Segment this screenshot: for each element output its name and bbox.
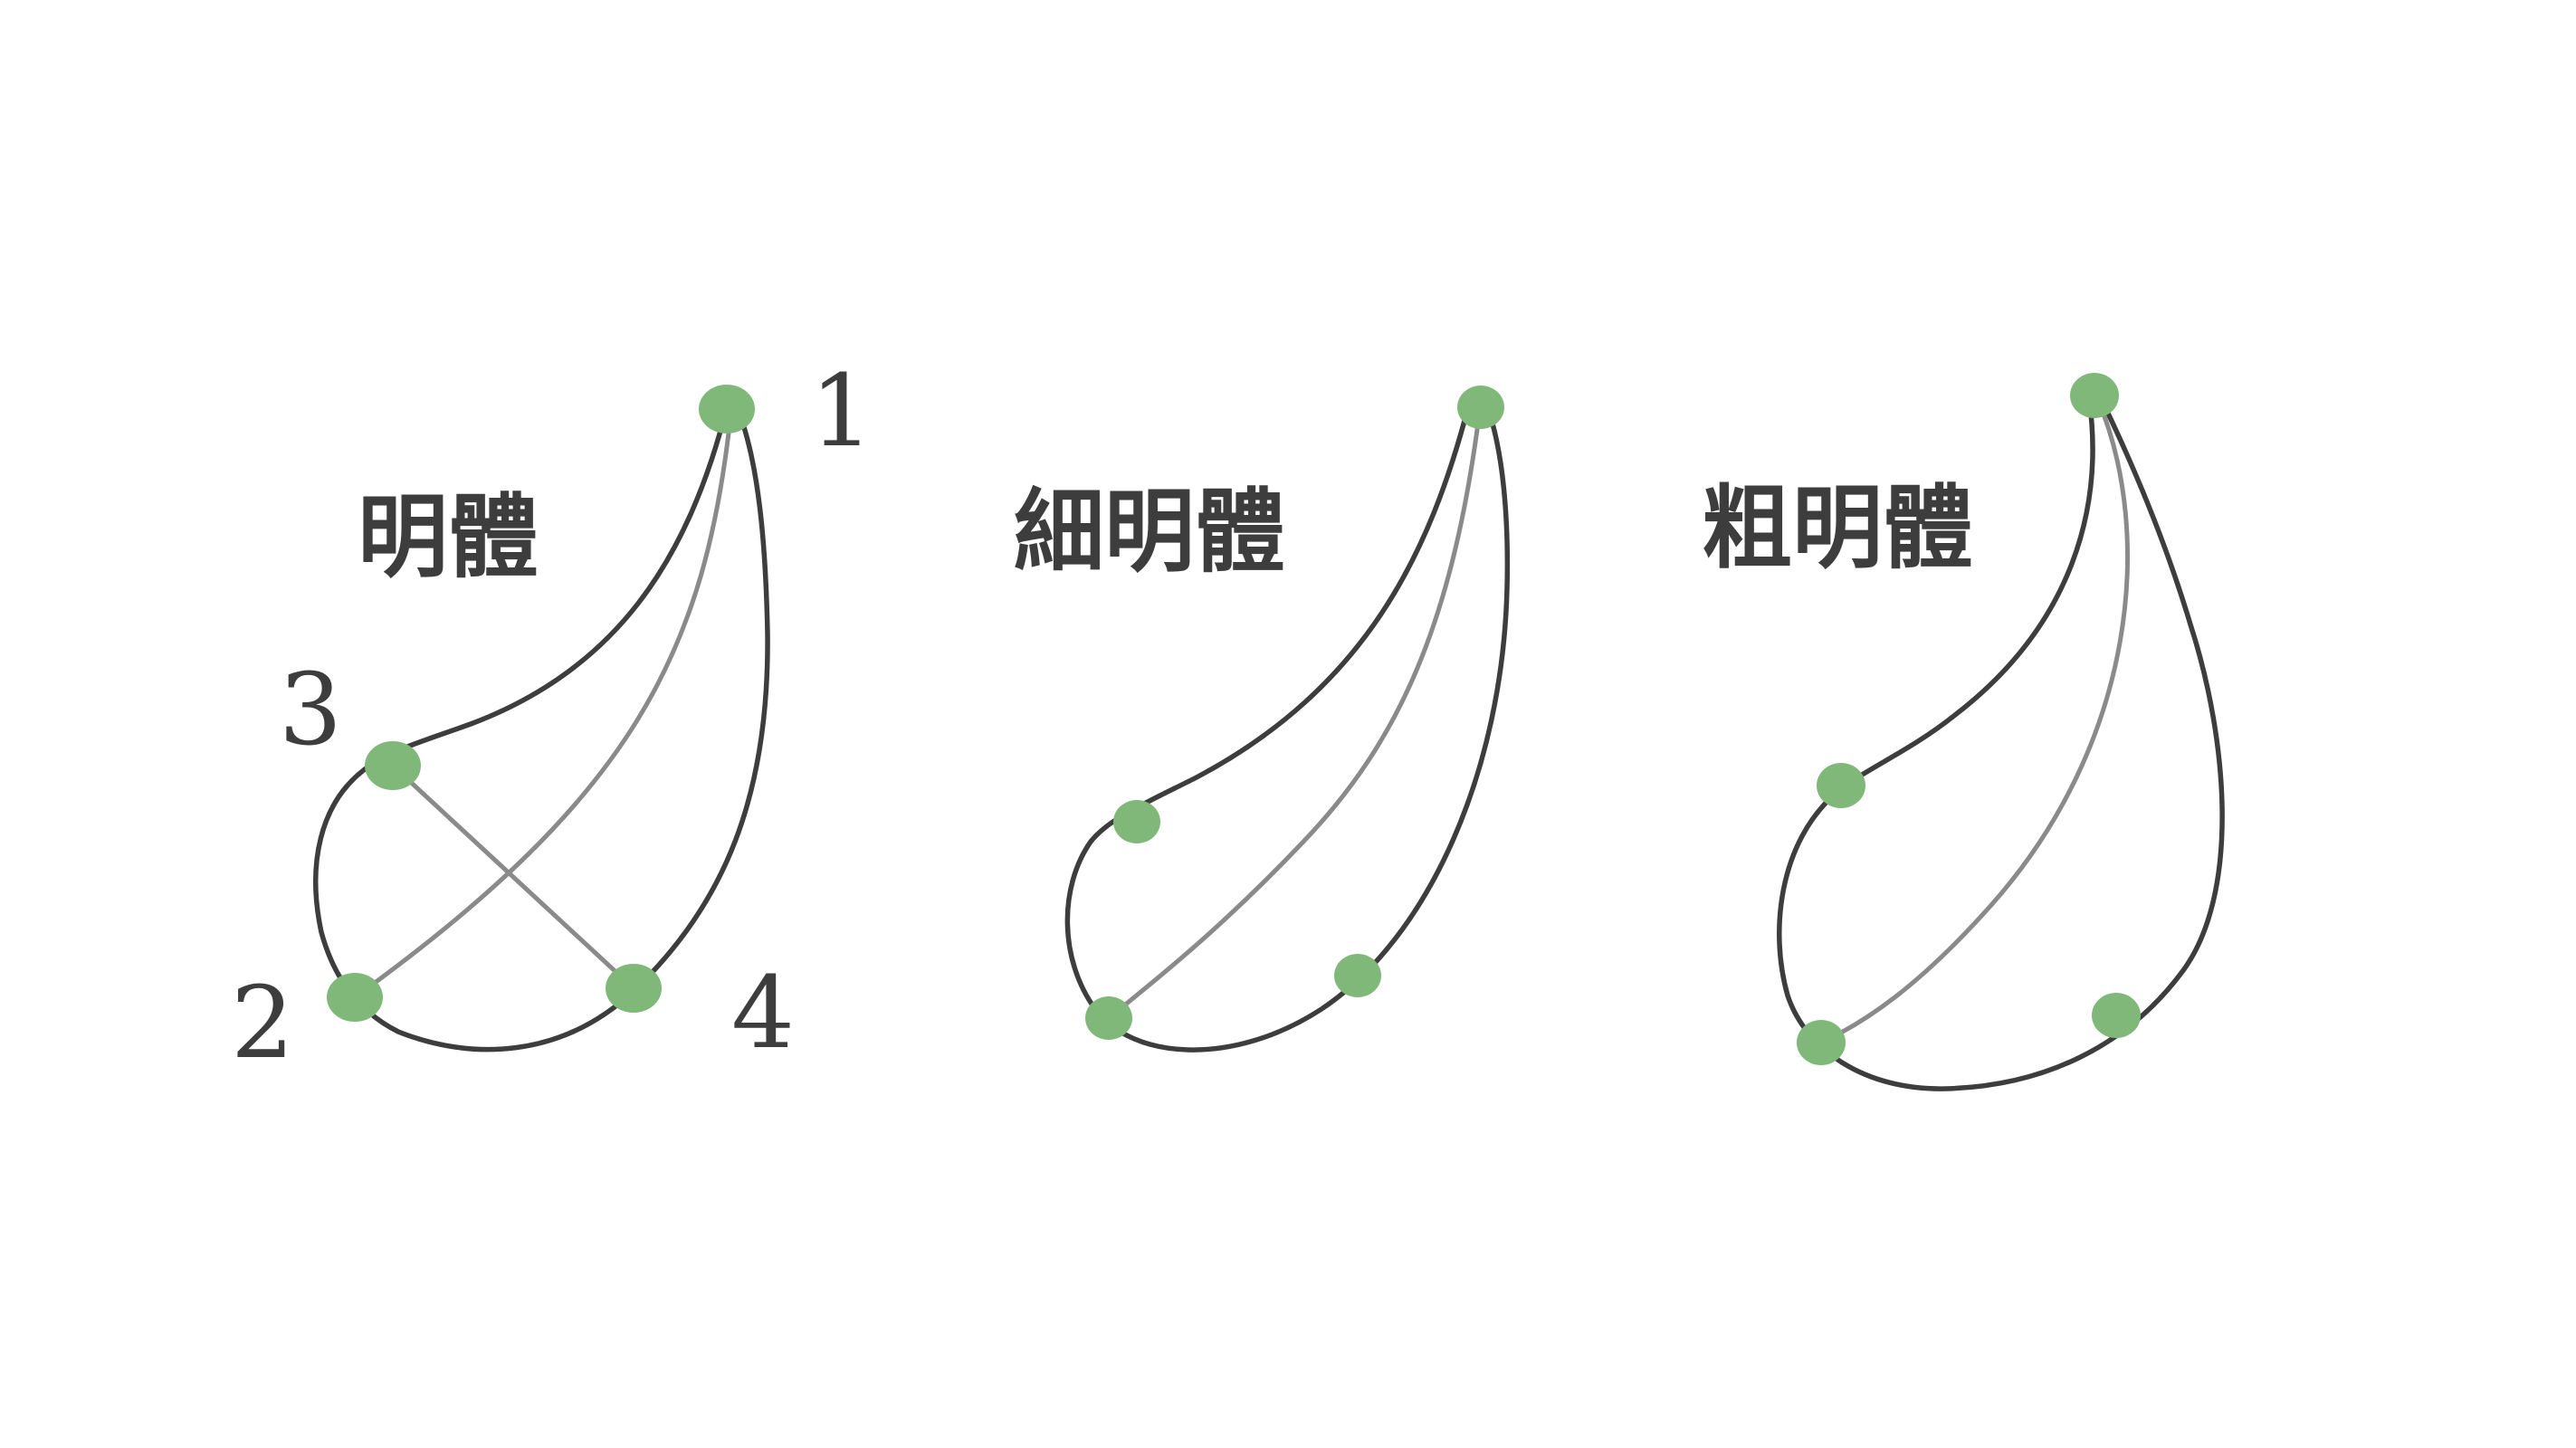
shape-regular-point-2 bbox=[327, 973, 383, 1022]
shape-regular: 明體 1 2 3 4 bbox=[231, 353, 873, 1081]
shape-bold-point-3 bbox=[1817, 763, 1865, 808]
shape-regular-stroke-1-2 bbox=[352, 406, 734, 1000]
shape-bold-title: 粗明體 bbox=[1702, 474, 1973, 581]
shape-regular-point-4 bbox=[606, 964, 662, 1013]
shape-bold-point-1 bbox=[2070, 373, 2119, 418]
shape-thin-point-2 bbox=[1085, 996, 1132, 1040]
shape-regular-title: 明體 bbox=[358, 483, 539, 590]
shape-regular-point-1 bbox=[699, 385, 755, 433]
shape-bold-outline bbox=[1777, 395, 2225, 1091]
shape-bold-point-2 bbox=[1797, 1020, 1846, 1065]
shape-regular-point-3 bbox=[365, 741, 421, 790]
shape-bold-stroke-1-2 bbox=[1818, 397, 2131, 1045]
shape-thin-point-1 bbox=[1457, 386, 1504, 429]
shape-thin-title: 細明體 bbox=[1014, 478, 1285, 585]
shape-bold-point-4 bbox=[2092, 993, 2141, 1038]
point-label-1: 1 bbox=[810, 353, 873, 469]
point-label-4: 4 bbox=[731, 955, 795, 1071]
shape-bold: 粗明體 bbox=[1702, 373, 2225, 1091]
shape-regular-outline bbox=[313, 405, 770, 1053]
shape-thin-stroke-1-2 bbox=[1106, 406, 1483, 1021]
point-label-2: 2 bbox=[231, 965, 294, 1081]
shape-thin-point-4 bbox=[1334, 954, 1381, 997]
shape-thin: 細明體 bbox=[1014, 386, 1511, 1053]
point-label-3: 3 bbox=[279, 652, 342, 767]
shape-thin-point-3 bbox=[1113, 800, 1160, 843]
shape-regular-stroke-3-4 bbox=[390, 763, 636, 991]
